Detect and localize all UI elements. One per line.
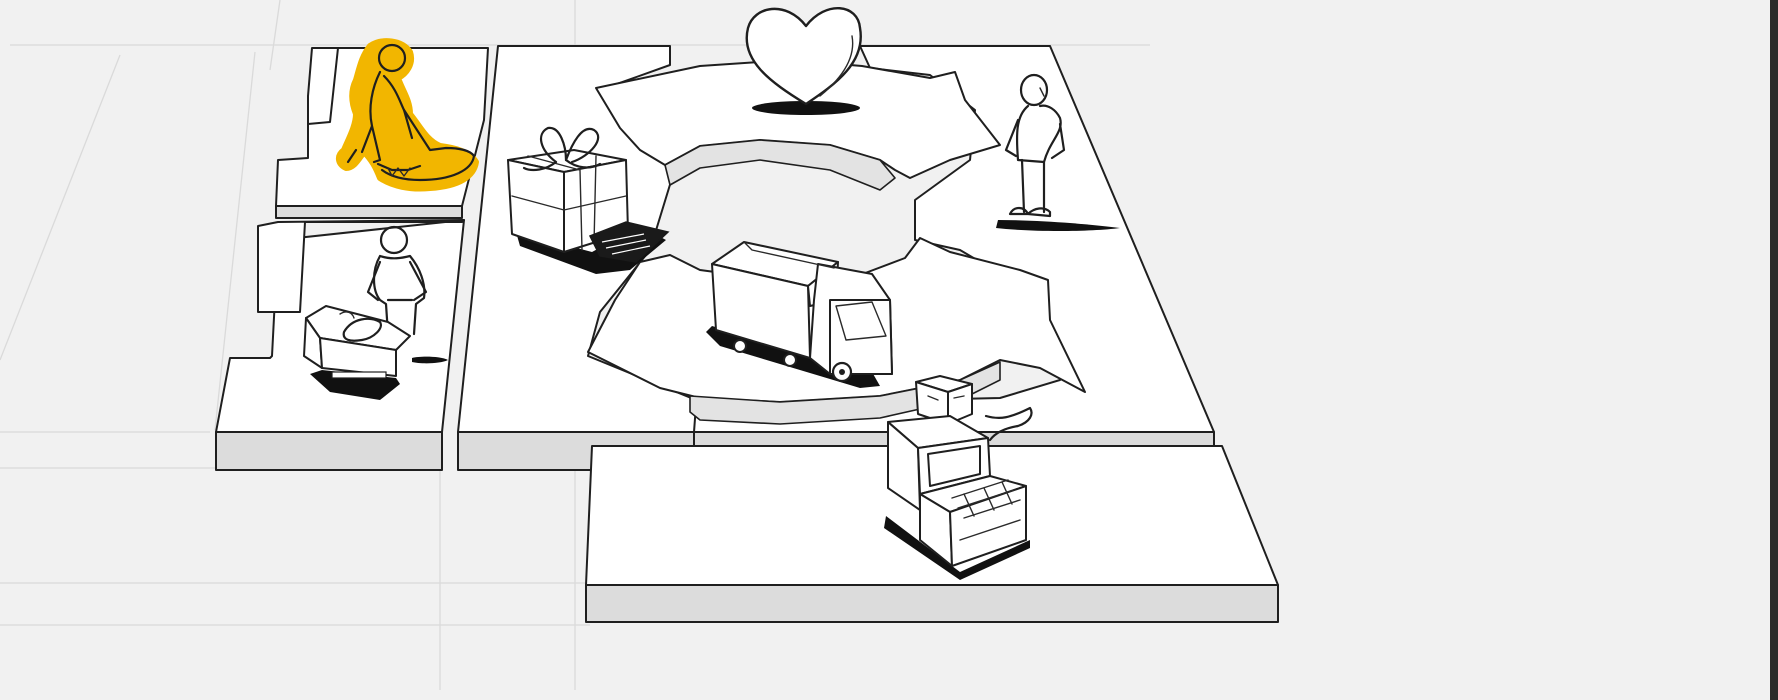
digging-worker-icon: [336, 38, 479, 192]
worker-with-machine-icon: [303, 225, 448, 400]
gift-box-icon: [507, 126, 670, 274]
delivery-truck-icon: [706, 241, 893, 388]
arrow-upper: [595, 59, 1001, 191]
window-right-edge: [1770, 0, 1778, 700]
cash-register-icon: [884, 375, 1033, 580]
standing-person-icon: [996, 73, 1120, 231]
heart-icon: [745, 7, 862, 115]
